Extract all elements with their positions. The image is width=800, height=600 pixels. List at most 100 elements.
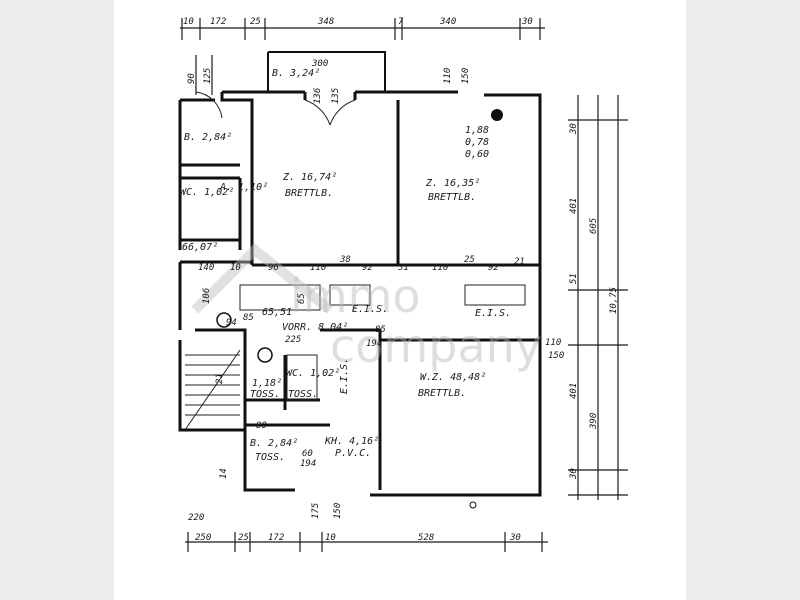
svg-text:30: 30 [509, 533, 521, 543]
svg-text:96: 96 [268, 263, 279, 273]
cabinet-1 [329, 284, 371, 306]
svg-text:21: 21 [215, 373, 225, 384]
svg-text:30: 30 [521, 17, 533, 27]
svg-text:30: 30 [569, 123, 579, 135]
storage-note: TOSS. [250, 389, 280, 400]
room1-floor: BRETTLB. [285, 188, 333, 199]
svg-text:80: 80 [256, 421, 267, 431]
svg-text:10: 10 [230, 263, 241, 273]
svg-text:140: 140 [198, 263, 214, 273]
living-floor: BRETTLB. [418, 388, 466, 399]
bath-top-label: B. 2,84² [184, 132, 232, 143]
area-top-label: 66,07² [182, 242, 218, 253]
svg-text:25: 25 [250, 17, 261, 27]
wall-top [222, 90, 542, 340]
wall-hall-top [178, 260, 252, 330]
svg-text:348: 348 [317, 17, 334, 27]
bath-bottom-label: B. 2,84² [250, 438, 298, 449]
svg-text:106: 106 [202, 288, 212, 304]
room2-floor: BRETTLB. [428, 192, 476, 203]
kitchen-note: P.V.C. [335, 448, 371, 459]
cabinet-2 [464, 284, 526, 306]
cabinet1-label: E.I.S. [352, 304, 388, 315]
svg-text:172: 172 [210, 17, 226, 27]
svg-text:85: 85 [375, 325, 386, 335]
svg-text:60: 60 [302, 449, 313, 459]
bath-bottom-note: TOSS. [255, 452, 285, 463]
living-label: W.Z. 48,48² [420, 372, 486, 383]
svg-text:85: 85 [243, 313, 254, 323]
wall-left-service [178, 98, 242, 250]
balcony-outline [267, 51, 386, 92]
svg-text:7: 7 [398, 17, 404, 27]
svg-text:92: 92 [362, 263, 373, 273]
svg-text:21: 21 [514, 257, 525, 267]
svg-text:51: 51 [569, 273, 579, 284]
svg-text:528: 528 [418, 533, 434, 543]
svg-text:135: 135 [331, 88, 341, 104]
cabinet3-label: E.I.S. [339, 358, 350, 394]
svg-text:25: 25 [238, 533, 249, 543]
hall-area-label: 65,51 [262, 307, 292, 318]
wc-bottom-note: TOSS. [288, 389, 318, 400]
svg-text:125: 125 [203, 68, 213, 84]
svg-text:401: 401 [569, 383, 579, 399]
room2-label: Z. 16,35² [425, 178, 480, 189]
balcony-label: B. 3,24² [272, 68, 320, 79]
svg-text:340: 340 [439, 17, 456, 27]
svg-text:110: 110 [432, 263, 448, 273]
svg-text:220: 220 [188, 513, 204, 523]
svg-text:172: 172 [268, 533, 284, 543]
svg-text:175: 175 [311, 503, 321, 519]
watermark: immo company [191, 243, 542, 373]
door-swing-3 [195, 91, 223, 119]
right-total-dimension: 10,75 [609, 287, 619, 314]
svg-text:10: 10 [325, 533, 336, 543]
room1-label: Z. 16,74² [282, 172, 337, 183]
svg-text:194: 194 [300, 459, 316, 469]
svg-text:110: 110 [443, 68, 453, 84]
storage-label: 1,18² [252, 378, 282, 389]
wall-stairs [178, 340, 245, 432]
bottom-dimensions: 250 25 172 10 528 30 [195, 533, 521, 543]
kitchen-label: KH. 4,16² [324, 436, 379, 447]
svg-text:605: 605 [589, 218, 599, 234]
svg-text:390: 390 [589, 413, 599, 430]
svg-text:94: 94 [226, 318, 237, 328]
svg-text:136: 136 [313, 88, 323, 104]
stair-treads [185, 354, 240, 416]
right-dimensions: 30 401 605 51 401 390 30 10,75 [569, 123, 619, 480]
svg-text:250: 250 [195, 533, 211, 543]
svg-text:25: 25 [464, 255, 475, 265]
misc-dimensions: 300 136 135 110 150 106 85 65 94 85 194 … [202, 59, 564, 519]
chimney-symbol [491, 109, 503, 121]
wall-living-outer [370, 338, 542, 497]
wc-bottom-label: WC. 1,02² [286, 368, 340, 379]
svg-text:65: 65 [297, 293, 307, 304]
svg-text:110: 110 [545, 338, 561, 348]
svg-text:150: 150 [548, 351, 564, 361]
svg-text:150: 150 [333, 503, 343, 519]
left-dimensions: 90 125 220 14 [187, 68, 229, 523]
svg-text:401: 401 [569, 198, 579, 214]
svg-text:38: 38 [339, 255, 351, 265]
door-swing-2 [329, 99, 356, 126]
svg-text:92: 92 [488, 263, 499, 273]
watermark-line1: immo [290, 269, 421, 323]
svg-text:30: 30 [569, 468, 579, 480]
room2-note1: 1,88 [465, 125, 489, 136]
wc-top-label: WC. 1,02² [180, 187, 234, 198]
wc-fixture [286, 354, 318, 401]
svg-text:300: 300 [311, 59, 328, 69]
svg-text:150: 150 [461, 68, 471, 84]
room2-note2: 0,78 [465, 137, 489, 148]
wall-room1-left [220, 92, 254, 265]
hall-label: VORR. 8,04² [282, 322, 348, 333]
svg-text:194: 194 [366, 339, 382, 349]
svg-text:31: 31 [397, 263, 409, 273]
svg-text:90: 90 [187, 73, 197, 84]
room-labels: B. 3,24² B. 2,84² WC. 1,02² A. 1,10² 66,… [180, 68, 511, 463]
watermark-line2: company [330, 319, 542, 373]
svg-text:10: 10 [183, 17, 194, 27]
